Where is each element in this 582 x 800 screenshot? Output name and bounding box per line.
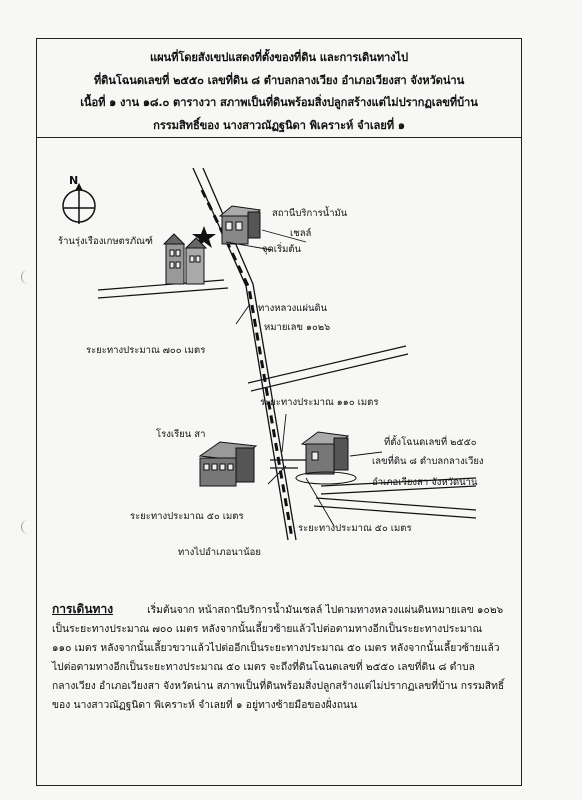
punch-hole-mark: [21, 270, 32, 284]
header-title: แผนที่โดยสังเขปแสดงที่ตั้งของที่ดิน และก…: [149, 51, 409, 64]
description-line: ของ นางสาวณัฏฐนิดา พิเคราะห์ จำเลยที่ ๑ …: [52, 699, 358, 711]
land-label-2: เลขที่ดิน ๘ ตำบลกลางเวียง: [372, 456, 484, 467]
description-heading: การเดินทาง: [52, 602, 114, 616]
distance-110-label: ระยะทางประมาณ ๑๑๐ เมตร: [260, 397, 379, 408]
highway-label: ทางหลวงแผ่นดิน: [258, 303, 328, 314]
school-building-icon: [198, 441, 258, 487]
description-line: เริ่มต้นจาก หน้าสถานีบริการน้ำมันเชลล์ ไ…: [147, 604, 504, 616]
map-drawing: [62, 167, 477, 541]
distance-700-label: ระยะทางประมาณ ๗๐๐ เมตร: [86, 345, 206, 356]
header-area: เนื้อที่ ๑ งาน ๑๘.๐ ตารางวา สภาพเป็นที่ด…: [80, 96, 478, 109]
header-deed: ที่ดินโฉนดเลขที่ ๒๕๕๐ เลขที่ดิน ๘ ตำบลกล…: [93, 74, 465, 87]
shop-building-icon: [162, 233, 208, 285]
side-road-left: [97, 279, 229, 299]
land-label-3: อำเภอเวียงสา จังหวัดน่าน: [372, 477, 478, 488]
gas-station-icon: [218, 205, 262, 245]
highway-road: [192, 167, 297, 541]
description-line: กลางเวียง อำเภอเวียงสา จังหวัดน่าน สภาพเ…: [52, 680, 505, 692]
travel-description: การเดินทาง เริ่มต้นจาก หน้าสถานีบริการน้ำ…: [52, 600, 512, 715]
north-label: N: [69, 174, 79, 187]
distance-50-right-label: ระยะทางประมาณ ๕๐ เมตร: [298, 523, 412, 534]
branch-road: [247, 345, 409, 392]
land-roads: [313, 477, 477, 519]
na-noi-direction-label: ทางไปอำเภอนาน้อย: [178, 547, 261, 558]
shop-label: ร้านรุ่งเรืองเกษตรภัณฑ์: [58, 236, 153, 247]
distance-50-left-label: ระยะทางประมาณ ๕๐ เมตร: [130, 511, 244, 522]
school-label: โรงเรียน สา: [156, 429, 206, 440]
description-line: ๑๑๐ เมตร หลังจากนั้นเลี้ยวขวาแล้วไปต่ออี…: [52, 642, 500, 654]
land-house-icon: [295, 431, 357, 485]
description-line: ไปต่อตามทางอีกเป็นระยะทางประมาณ ๕๐ เมตร …: [52, 661, 475, 673]
leader-lines: [225, 229, 383, 527]
sketch-map: N สถานีบริการน้ำมัน เชลล์ จุดเริ่มต้น ร้…: [36, 138, 522, 578]
highway-number-label: หมายเลข ๑๐๒๖: [264, 322, 331, 333]
description-line: เป็นระยะทางประมาณ ๗๐๐ เมตร หลังจากนั้นเล…: [52, 623, 483, 635]
land-label-1: ที่ตั้งโฉนดเลขที่ ๒๕๕๐: [384, 437, 477, 448]
map-frame: [36, 38, 522, 786]
north-arrow-icon: [62, 182, 96, 224]
header-box: แผนที่โดยสังเขปแสดงที่ตั้งของที่ดิน และก…: [36, 38, 522, 138]
gas-station-label-2: เชลล์: [290, 228, 312, 239]
punch-hole-mark: [21, 520, 32, 534]
start-point-label: จุดเริ่มต้น: [262, 244, 302, 255]
gas-station-label: สถานีบริการน้ำมัน: [272, 208, 348, 219]
header-owner: กรรมสิทธิ์ของ นางสาวณัฏฐนิดา พิเคราะห์ จ…: [153, 119, 405, 132]
